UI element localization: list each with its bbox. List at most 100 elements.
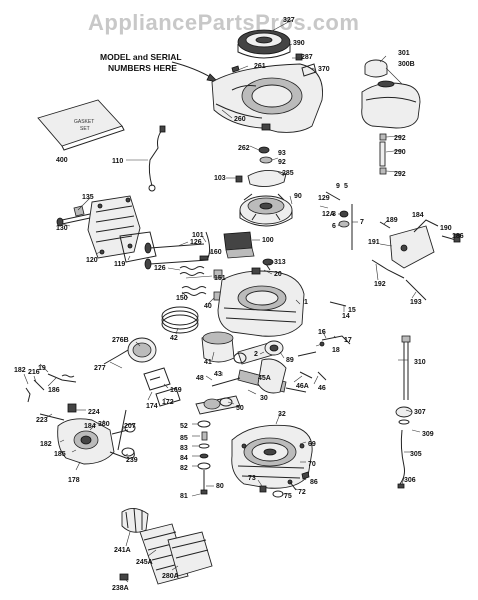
part-label-6: 6 xyxy=(332,223,336,230)
camshaft-part xyxy=(195,395,241,415)
part-label-18: 18 xyxy=(332,347,340,354)
part-label-135: 135 xyxy=(82,194,94,201)
part-label-126b: 126 xyxy=(154,265,166,272)
connecting-rod-part xyxy=(233,340,284,365)
part-label-223: 223 xyxy=(36,417,48,424)
blower-housing-part xyxy=(211,63,323,133)
part-label-186b: 186 xyxy=(48,387,60,394)
part-label-174: 174 xyxy=(146,403,158,410)
part-label-45a: 45A xyxy=(258,375,271,382)
part-label-72: 72 xyxy=(298,489,306,496)
callout-arrow xyxy=(171,61,213,79)
part-label-85: 85 xyxy=(180,435,188,442)
part-label-9: 9 xyxy=(336,183,340,190)
part-label-307: 307 xyxy=(414,409,426,416)
part-label-400: 400 xyxy=(56,157,68,164)
part-label-5: 5 xyxy=(344,183,348,190)
part-label-30: 30 xyxy=(260,395,268,402)
valve-springs-part xyxy=(179,266,223,301)
part-label-276b: 276B xyxy=(112,337,129,344)
part-label-119: 119 xyxy=(114,261,125,268)
part-label-185: 185 xyxy=(54,451,66,458)
part-label-390: 390 xyxy=(293,40,305,47)
ignition-module-part xyxy=(199,231,255,261)
part-label-182b: 182 xyxy=(40,441,52,448)
dipstick-part xyxy=(395,335,413,489)
part-label-292a: 292 xyxy=(394,135,406,142)
part-label-75: 75 xyxy=(284,493,292,500)
governor-link-part xyxy=(25,373,77,403)
air-filter-part xyxy=(119,507,213,585)
part-label-100: 100 xyxy=(262,237,274,244)
part-label-150: 150 xyxy=(176,295,188,302)
part-label-89: 89 xyxy=(286,357,294,364)
model-serial-callout: MODEL and SERIAL NUMBERS HERE xyxy=(100,52,220,83)
cylinder-head-part xyxy=(56,195,141,259)
gasket-set-text-1: GASKET xyxy=(74,119,94,125)
part-label-43: 43 xyxy=(214,371,222,378)
part-label-69: 69 xyxy=(308,441,316,448)
part-label-190: 190 xyxy=(440,225,452,232)
governor-lever-part xyxy=(371,219,461,301)
part-label-46a: 46A xyxy=(296,383,309,390)
part-label-224: 224 xyxy=(88,409,100,416)
watermark: AppliancePartsPros.com xyxy=(88,10,359,35)
part-label-182a: 182 xyxy=(14,367,26,374)
part-label-92: 92 xyxy=(278,159,286,166)
part-label-305: 305 xyxy=(410,451,422,458)
washer-239-part xyxy=(121,447,135,457)
part-label-48: 48 xyxy=(196,375,204,382)
callout-line-1: MODEL and SERIAL xyxy=(100,52,182,62)
part-label-101: 101 xyxy=(192,232,204,239)
part-label-2: 2 xyxy=(254,351,258,358)
part-label-191: 191 xyxy=(368,239,380,246)
part-label-277: 277 xyxy=(94,365,106,372)
part-label-239: 239 xyxy=(126,457,138,464)
gasket-set-part: GASKET SET xyxy=(37,99,125,151)
part-label-17: 17 xyxy=(344,337,352,344)
part-label-41: 41 xyxy=(204,359,212,366)
part-label-16: 16 xyxy=(318,329,326,336)
part-label-184b: 184 xyxy=(84,423,96,430)
part-label-309: 309 xyxy=(422,431,434,438)
part-label-169: 169 xyxy=(170,387,182,394)
governor-parts xyxy=(197,420,211,495)
part-label-184a: 184 xyxy=(412,212,424,219)
gasket-set-text-2: SET xyxy=(80,126,90,132)
part-label-285: 285 xyxy=(282,170,294,177)
leader-lines xyxy=(23,19,421,583)
part-label-70: 70 xyxy=(308,461,316,468)
part-label-313: 313 xyxy=(274,259,286,266)
cylinder-block-part xyxy=(217,258,305,337)
throttle-link-part xyxy=(117,409,127,451)
flywheel-brake-hardware-part xyxy=(325,191,353,250)
part-label-262: 262 xyxy=(238,145,250,152)
crankcase-cover-part xyxy=(231,424,313,489)
part-label-40: 40 xyxy=(204,303,212,310)
part-label-84: 84 xyxy=(180,455,188,462)
part-label-1: 1 xyxy=(304,299,308,306)
part-label-261: 261 xyxy=(254,63,266,70)
part-label-7: 7 xyxy=(360,219,364,226)
part-label-300b: 300B xyxy=(398,61,415,68)
part-label-52: 52 xyxy=(180,423,188,430)
part-label-50: 50 xyxy=(236,405,244,412)
head-gasket-part xyxy=(119,231,157,263)
part-label-93: 93 xyxy=(278,150,286,157)
carburetor-part xyxy=(39,403,136,465)
part-label-73: 73 xyxy=(248,475,256,482)
valves-part xyxy=(144,242,209,270)
flywheel-part xyxy=(239,146,293,227)
part-label-15: 15 xyxy=(348,307,356,314)
part-label-207: 207 xyxy=(124,423,136,430)
part-label-172: 172 xyxy=(162,399,174,406)
fuel-tank-part xyxy=(361,59,421,129)
part-label-110: 110 xyxy=(112,158,123,165)
part-label-12a: 12A xyxy=(322,211,335,218)
part-label-192: 192 xyxy=(374,281,386,288)
flywheel-nut-part xyxy=(235,175,243,183)
muffler-part xyxy=(103,337,157,365)
part-label-301: 301 xyxy=(398,50,410,57)
part-label-151: 151 xyxy=(214,275,226,282)
